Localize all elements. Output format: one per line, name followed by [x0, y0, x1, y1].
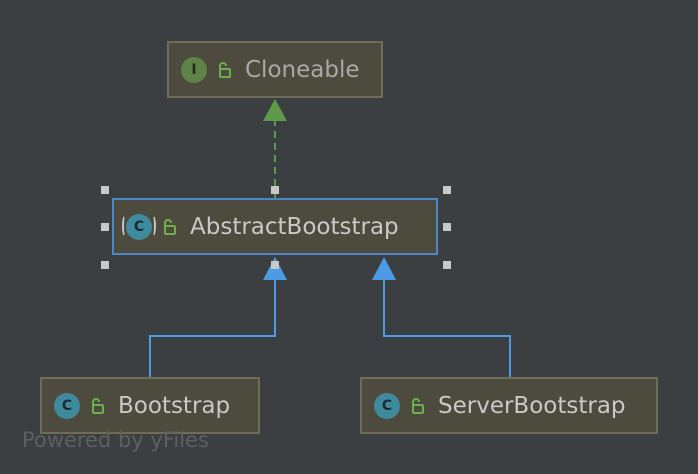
selection-handle-top-right[interactable]: [443, 186, 451, 194]
implements-arrowhead: [263, 99, 287, 121]
unlocked-padlock-icon: [219, 61, 231, 78]
node-server-bootstrap[interactable]: C ServerBootstrap: [360, 377, 658, 434]
node-bootstrap[interactable]: C Bootstrap: [40, 377, 260, 434]
abstract-class-icon: C: [122, 213, 156, 240]
extends-arrowhead-server-bootstrap: [372, 257, 396, 280]
unlocked-padlock-icon: [92, 397, 104, 414]
interface-icon: I: [181, 56, 207, 83]
watermark: Powered by yFiles: [22, 428, 209, 452]
node-abstract-bootstrap[interactable]: C AbstractBootstrap: [112, 198, 438, 255]
selection-handle-top-left[interactable]: [101, 186, 109, 194]
selection-handle-bottom-left[interactable]: [101, 261, 109, 269]
edge-extends-server-bootstrap: [383, 279, 511, 378]
selection-handle-bottom-middle[interactable]: [271, 261, 279, 269]
class-icon: C: [374, 392, 400, 419]
unlocked-padlock-icon: [412, 397, 424, 414]
node-label: AbstractBootstrap: [190, 213, 399, 240]
node-label: Bootstrap: [118, 392, 231, 419]
class-icon: C: [54, 392, 80, 419]
node-cloneable[interactable]: I Cloneable: [167, 41, 383, 98]
node-label: ServerBootstrap: [438, 392, 626, 419]
edge-extends-bootstrap: [149, 279, 276, 378]
unlocked-padlock-icon: [164, 218, 176, 235]
node-label: Cloneable: [245, 56, 360, 83]
selection-handle-middle-right[interactable]: [443, 223, 451, 231]
selection-handle-bottom-right[interactable]: [443, 261, 451, 269]
selection-handle-top-middle[interactable]: [271, 186, 279, 194]
selection-handle-middle-left[interactable]: [101, 223, 109, 231]
